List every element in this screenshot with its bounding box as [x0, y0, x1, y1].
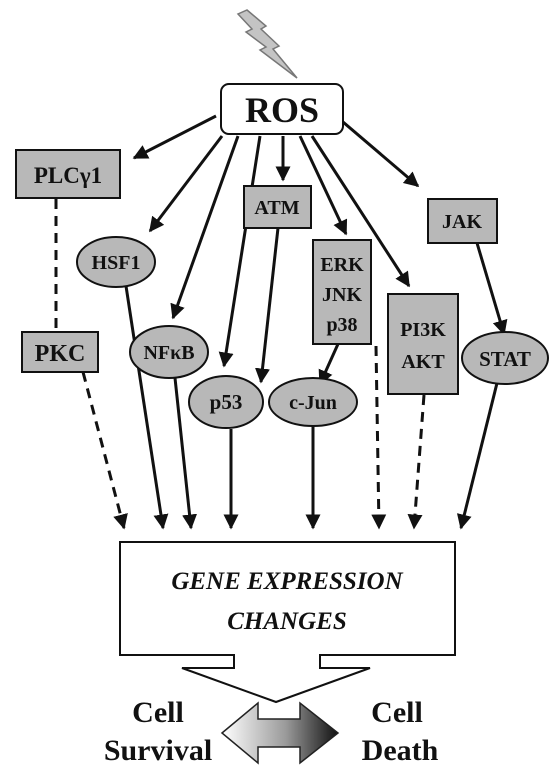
arrow-ros-nfkb — [170, 135, 240, 320]
arrow-jak-stat — [475, 242, 508, 336]
gene-expression-line1: GENE EXPRESSION — [171, 568, 403, 595]
node-pkc: PKC — [21, 331, 99, 373]
jnk-label: JNK — [322, 284, 362, 306]
node-pi3k-akt: PI3K AKT — [387, 293, 459, 395]
p38-label: p38 — [326, 314, 357, 336]
node-plcg1: PLCγ1 — [15, 149, 121, 199]
gene-expression-line2: CHANGES — [227, 608, 346, 635]
akt-label: AKT — [401, 351, 445, 373]
node-nfkb: NFκB — [129, 325, 209, 379]
node-jak: JAK — [427, 198, 498, 244]
atm-label: ATM — [254, 197, 299, 219]
hsf1-label: HSF1 — [92, 252, 141, 274]
lightning-icon — [236, 9, 298, 79]
arrow-ros-erk — [298, 135, 348, 236]
arrow-stat-gene — [456, 370, 502, 530]
arrow-erk-gene — [371, 345, 387, 530]
arrow-erk-cjun — [318, 343, 340, 386]
pi3k-label: PI3K — [400, 319, 446, 341]
cell-death-line1: Cell — [371, 696, 423, 729]
node-atm: ATM — [243, 185, 312, 229]
node-p53: p53 — [188, 375, 264, 429]
double-arrow-icon — [220, 701, 340, 765]
cell-death-line2: Death — [362, 734, 439, 767]
arrow-atm-p53 — [255, 227, 280, 384]
erk-label: ERK — [320, 254, 364, 276]
node-erk-jnk-p38: ERK JNK p38 — [312, 239, 372, 345]
arrow-pi3k-gene — [407, 394, 426, 530]
jak-label: JAK — [442, 211, 482, 233]
pathway-arrows — [54, 199, 508, 530]
pkc-label: PKC — [35, 341, 86, 367]
node-stat: STAT — [461, 331, 549, 385]
arrow-hsf1-gene — [124, 285, 169, 530]
node-hsf1: HSF1 — [76, 236, 156, 288]
node-cjun: c-Jun — [268, 377, 358, 427]
arrow-ros-jak — [342, 120, 420, 188]
arrow-ros-pi3k — [310, 135, 411, 288]
cell-survival-line2: Survival — [104, 734, 212, 767]
arrow-ros-plcg1 — [132, 114, 217, 160]
cjun-label: c-Jun — [289, 392, 337, 414]
gene-expression-box: GENE EXPRESSION CHANGES — [119, 541, 456, 704]
cell-survival-line1: Cell — [132, 696, 184, 729]
nfkb-label: NFκB — [143, 342, 194, 364]
arrow-ros-hsf1 — [148, 135, 224, 233]
ros-label: ROS — [245, 90, 319, 130]
stat-label: STAT — [479, 347, 531, 371]
ros-node: ROS — [220, 83, 344, 135]
p53-label: p53 — [210, 390, 243, 414]
ros-arrows — [132, 114, 420, 368]
arrow-pkc-gene — [81, 371, 128, 530]
arrow-nfkb-gene — [173, 377, 198, 530]
plcg1-label: PLCγ1 — [34, 163, 102, 188]
arrow-ros-p53 — [218, 135, 262, 368]
